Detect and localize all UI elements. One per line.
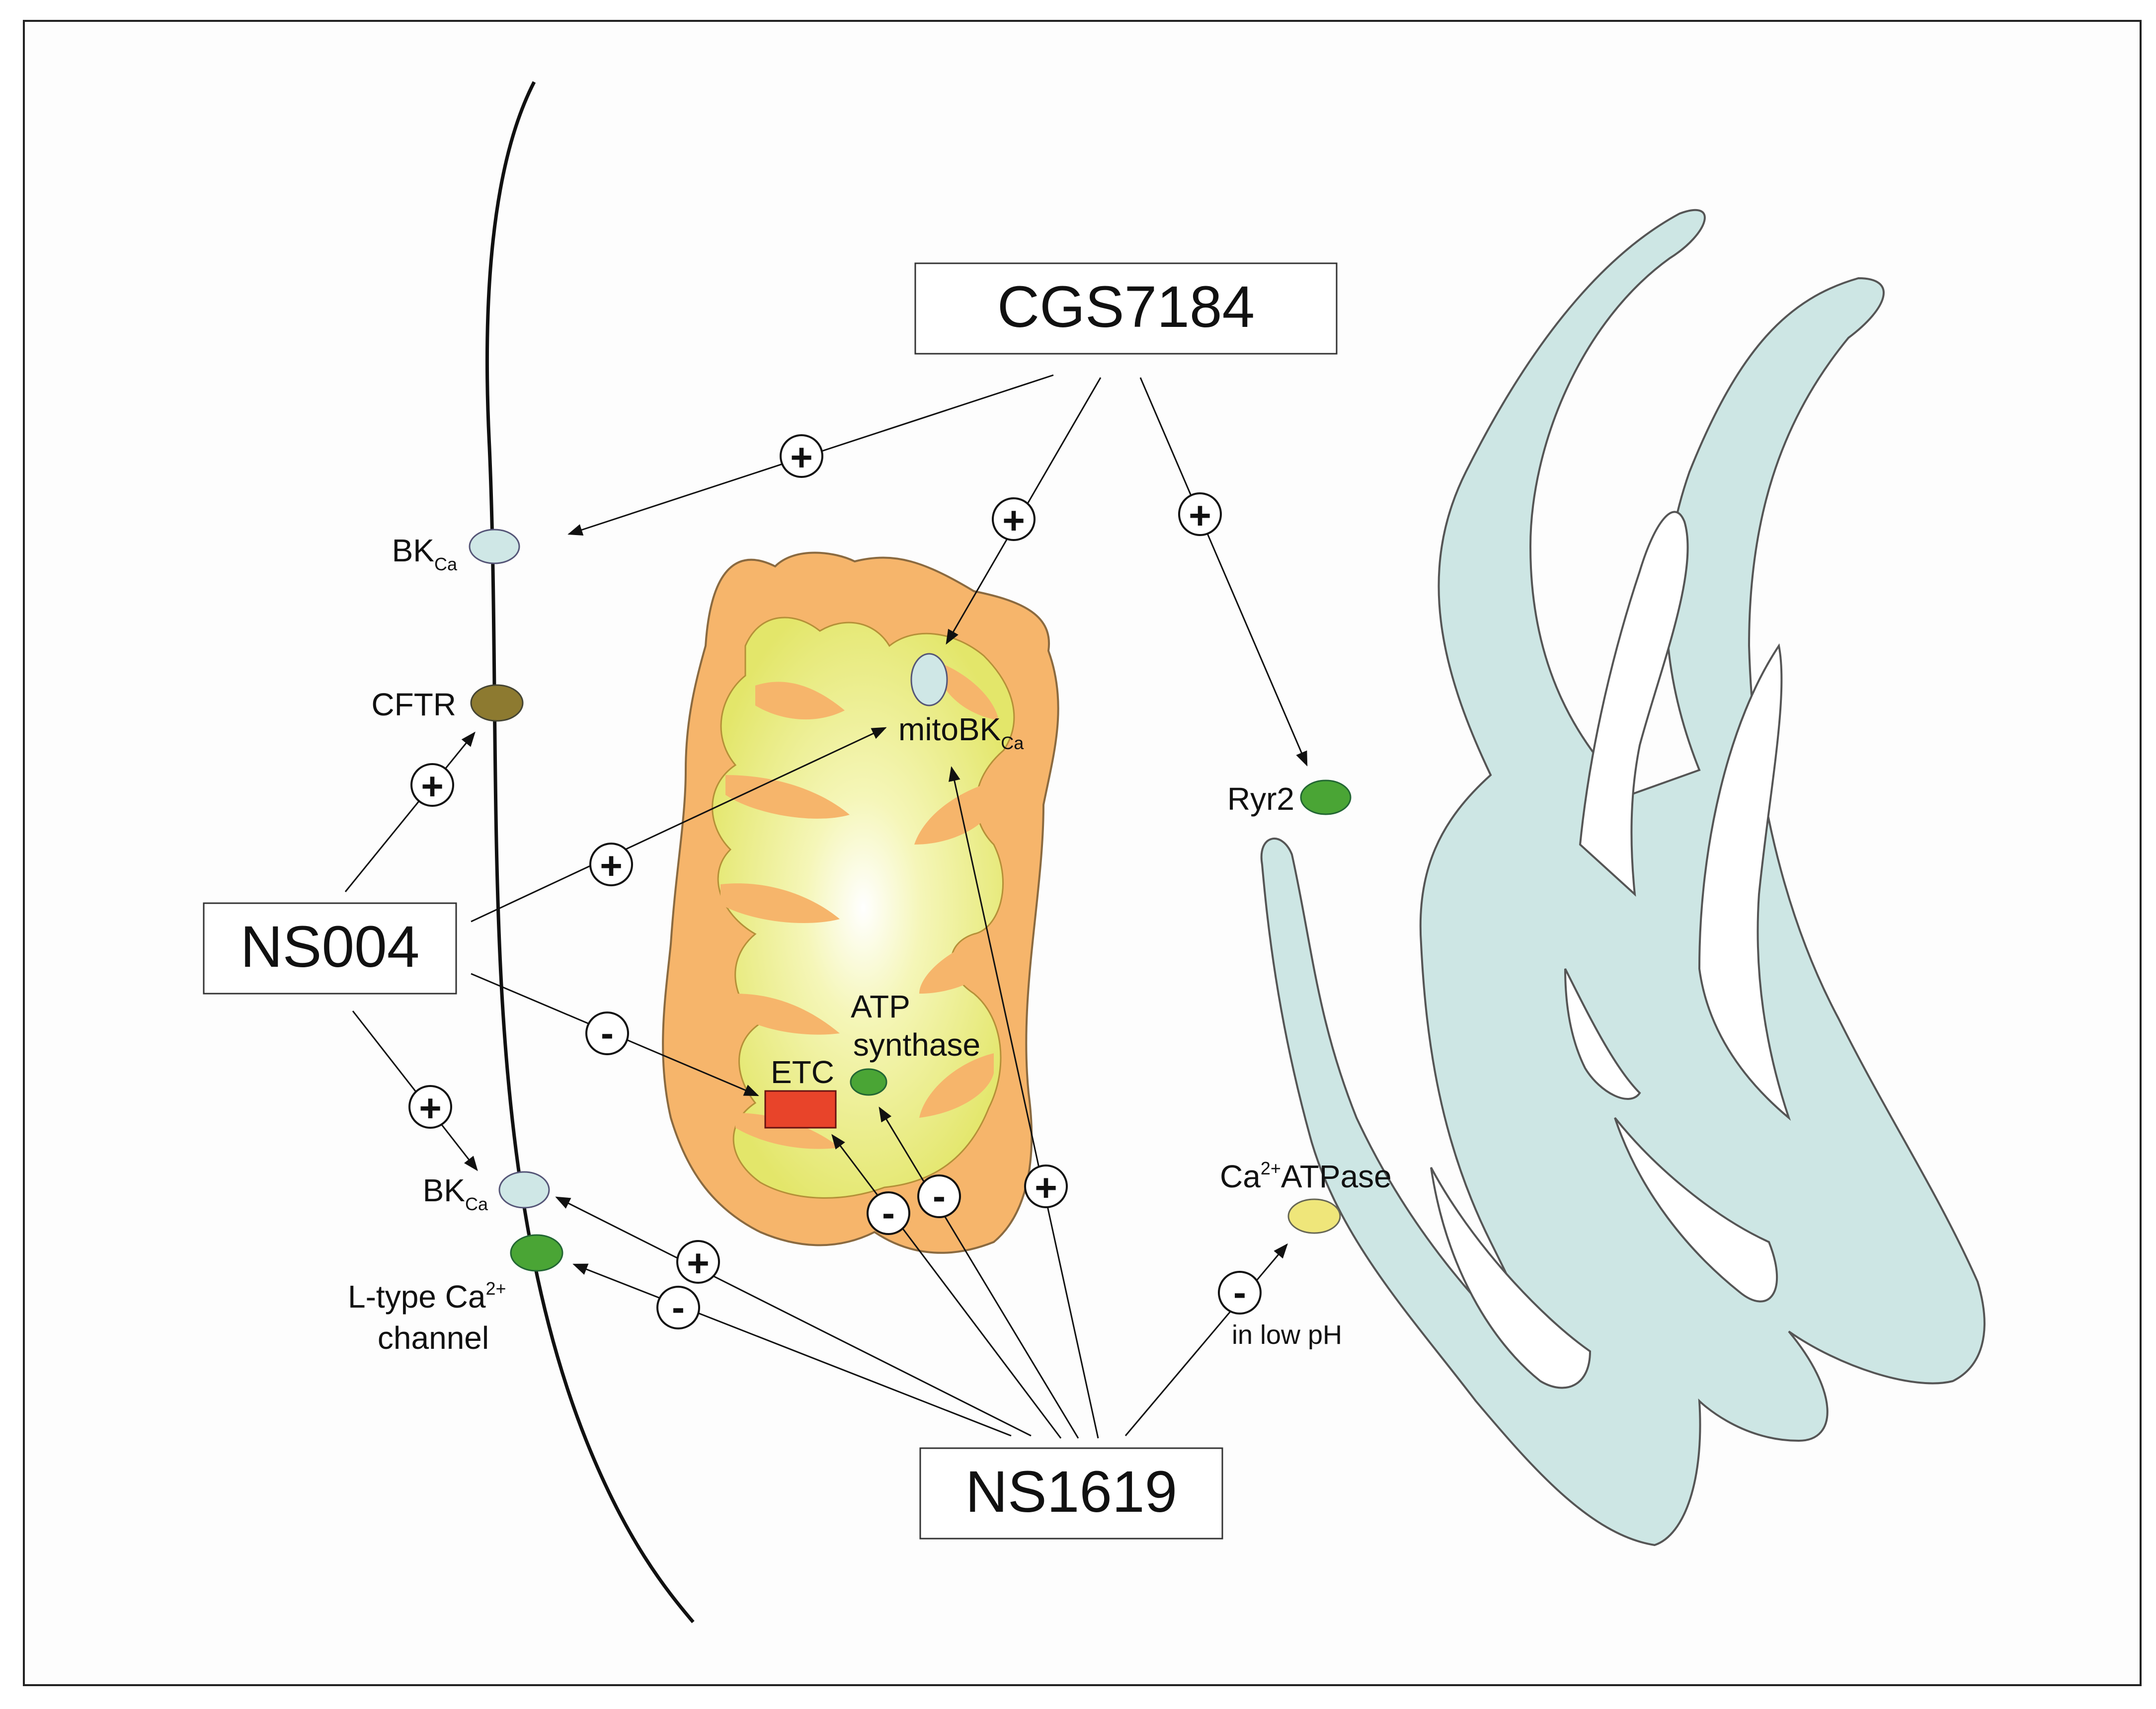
arrow-ns004-to-bkca xyxy=(352,1010,478,1171)
mitochondrion xyxy=(662,551,1059,1254)
sign-plus: + xyxy=(1002,498,1025,542)
sign-ns1619-ltype: - xyxy=(656,1285,700,1329)
ca-atpase-label-rest: ATPase xyxy=(1281,1159,1392,1194)
mitobkca-label: mitoBKCa xyxy=(898,711,1024,753)
bkca-bottom-label-sub: Ca xyxy=(465,1194,488,1214)
arrow-ns1619-to-bkca xyxy=(555,1196,1032,1437)
ns1619-label: NS1619 xyxy=(965,1459,1177,1525)
sign-minus: - xyxy=(1233,1270,1246,1314)
l-type-calcium-channel xyxy=(510,1234,563,1272)
sign-minus: - xyxy=(933,1174,946,1218)
cftr-label: CFTR xyxy=(371,687,456,722)
ryr2-label: Ryr2 xyxy=(1227,781,1294,817)
sign-ns004-etc: - xyxy=(585,1011,629,1055)
bkca-channel-bottom xyxy=(498,1171,550,1209)
l-type-label-line1: L-type Ca2+ xyxy=(348,1278,506,1315)
sign-plus: + xyxy=(790,435,813,479)
atp-synthase-label-line2: synthase xyxy=(853,1027,980,1063)
cgs7184-box: CGS7184 xyxy=(914,262,1338,355)
ca-atpase-label-main: Ca xyxy=(1220,1159,1261,1194)
cgs7184-label: CGS7184 xyxy=(997,274,1255,340)
in-low-ph-label: in low pH xyxy=(1232,1320,1342,1350)
sign-plus: + xyxy=(1189,493,1211,537)
sign-ns004-mitobkca: + xyxy=(589,843,633,887)
arrow-cgs-to-ryr2 xyxy=(1139,377,1308,767)
bkca-channel-top xyxy=(469,529,520,564)
sign-ns1619-bkca: + xyxy=(676,1240,720,1285)
sign-plus: + xyxy=(421,764,444,808)
sign-minus: - xyxy=(601,1011,614,1055)
cftr-channel xyxy=(470,684,524,722)
endoplasmic-reticulum xyxy=(1260,209,1986,1547)
ca-atpase-label: Ca2+ATPase xyxy=(1220,1158,1392,1194)
arrow-ns1619-to-mitobkca xyxy=(949,766,1099,1439)
arrow-ns004-to-mitobkca xyxy=(471,727,887,923)
arrow-ns004-to-cftr xyxy=(344,731,476,892)
bkca-top-label-sub: Ca xyxy=(434,554,458,574)
arrow-ns1619-to-ca-atpase xyxy=(1124,1243,1288,1436)
sign-cgs-bkca: + xyxy=(780,434,823,479)
sign-plus: + xyxy=(600,844,623,887)
ryr2-channel xyxy=(1300,779,1352,815)
atp-synthase-label-line1: ATP xyxy=(851,989,910,1024)
bkca-top-label-main: BK xyxy=(392,533,434,568)
sign-ns1619-ca-atpase: - xyxy=(1218,1270,1262,1315)
sign-minus: - xyxy=(672,1285,685,1329)
sign-plus: + xyxy=(687,1241,710,1285)
sign-ns004-bkca: + xyxy=(408,1085,452,1130)
l-type-label-main: L-type Ca xyxy=(348,1279,486,1315)
sign-ns004-cftr: + xyxy=(410,763,454,808)
arrow-ns1619-to-etc xyxy=(831,1134,1062,1439)
ns1619-box: NS1619 xyxy=(919,1447,1223,1540)
arrow-ns1619-to-atp-synthase xyxy=(878,1106,1079,1439)
arrow-ns1619-to-ltype xyxy=(572,1263,1012,1437)
ca-atpase-pump xyxy=(1287,1198,1341,1234)
ca-atpase-label-sup: 2+ xyxy=(1261,1158,1281,1178)
ns004-box: NS004 xyxy=(203,902,457,995)
sign-ns1619-atp-synthase: - xyxy=(917,1174,961,1218)
mitobkca-label-main: mitoBK xyxy=(898,711,1001,747)
sign-ns1619-etc: - xyxy=(867,1191,910,1235)
bkca-top-label: BKCa xyxy=(392,533,458,574)
bkca-bottom-label: BKCa xyxy=(423,1172,488,1214)
sign-plus: + xyxy=(419,1086,442,1130)
bkca-bottom-label-main: BK xyxy=(423,1172,465,1208)
sign-minus: - xyxy=(882,1191,895,1235)
mitobkca-label-sub: Ca xyxy=(1001,733,1024,753)
atp-synthase xyxy=(850,1068,887,1096)
etc-label: ETC xyxy=(771,1054,834,1090)
cell-membrane xyxy=(485,81,695,1624)
sign-cgs-ryr2: + xyxy=(1178,492,1222,537)
sign-ns1619-mitobkca: + xyxy=(1024,1165,1068,1209)
etc-complex xyxy=(764,1090,837,1129)
sign-plus: + xyxy=(1035,1165,1057,1209)
ns004-label: NS004 xyxy=(240,914,420,980)
l-type-label-line2: channel xyxy=(378,1320,489,1356)
mitobkca-channel xyxy=(910,653,948,706)
sign-cgs-mitobkca: + xyxy=(992,497,1036,542)
l-type-label-sup: 2+ xyxy=(485,1278,506,1299)
